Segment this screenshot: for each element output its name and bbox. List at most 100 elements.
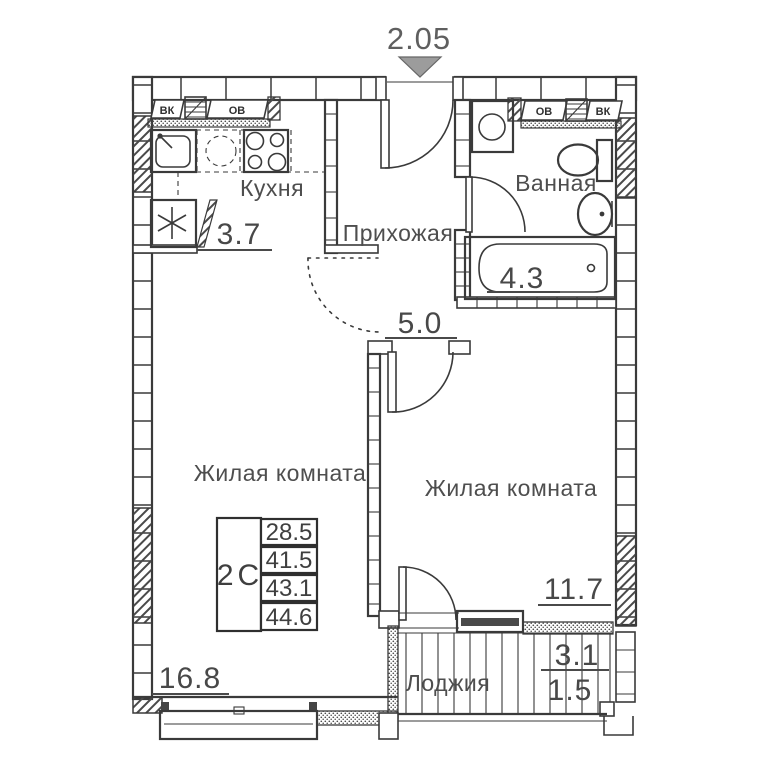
room-label-loggia: Лоджия [406,670,491,696]
wall-top-left-pattern [133,77,385,100]
dimension-arrow-icon [397,56,443,78]
stove-burner [269,132,285,148]
table-cell [259,601,319,632]
area-loggia-total: 3.1 [555,639,600,672]
table-cell [259,517,319,547]
bathtub-basin [478,243,608,293]
kitchen-passage-arc-dotted [307,257,381,333]
area-loggia-counted: 1.5 [548,674,593,707]
shaft-label-ov-right: ОВ [536,106,553,118]
kitchen-door-leaf-hatched [196,199,218,248]
appliance-placeholder-circle [205,135,237,167]
top-dimension-label: 2.05 [387,21,451,56]
loggia-left-wall-stipple [387,625,399,719]
entrance-door-arc [384,99,454,169]
table-type-label: 2С [217,559,263,592]
area-living-left: 16.8 [159,662,221,695]
shaft-label-vk-left: ВК [160,105,175,117]
kitchen-fixtures [149,128,325,249]
stove-burner [267,152,287,172]
window-frame [158,709,319,741]
room2-door [387,351,454,413]
washing-machine [470,99,515,154]
shaft-label-ov-left: ОВ [229,105,246,117]
shaft-markers: ВК ОВ ОВ ВК [147,96,623,129]
loggia-door-leaf [398,566,407,621]
fridge-asterisk-icon [157,207,187,239]
stove-burner [247,154,263,170]
washbasin [576,191,614,237]
wall-right-hatch-lower [615,535,637,627]
table-cell [259,573,319,603]
room-label-living-left: Жилая комната [194,460,367,486]
area-bathroom: 4.3 [500,262,545,295]
room-label-bathroom: Ванная [515,170,597,196]
stove-burner [245,131,265,151]
washbasin-drain [599,211,605,217]
vk-box-right [585,100,623,121]
room-label-hallway: Прихожая [343,220,454,246]
area-living-right: 11.7 [544,573,604,606]
room2-door-arc [391,351,454,413]
vk-box-left [150,99,185,119]
loggia-right-band [615,631,636,703]
entrance-jamb-right [452,76,464,101]
kitchen-partition-nib [324,244,379,254]
table-value-3: 44.6 [266,604,313,631]
ov-box-left [206,99,269,119]
room2-door-leaf [387,351,397,413]
top-dimension: 2.05 [387,21,451,78]
kitchen-sink [149,128,198,174]
table-value-1: 41.5 [266,547,313,574]
loggia-corner-post [599,701,615,717]
bathroom-fixtures [463,99,617,301]
kitchen-partition-wall [323,98,339,255]
entrance-jamb-left [375,76,387,101]
toilet-tank [595,138,614,183]
entrance-door [380,99,454,169]
kitchen-sink-basin [155,135,191,168]
shaft-hatch-nib-left [267,96,281,121]
table-cell [259,545,319,575]
bathtub [463,235,617,301]
window-left-room [158,702,319,741]
bathroom-wall-upper [453,98,472,179]
wall-bottom-corner-hatch [132,696,163,714]
window-mullion [233,706,245,715]
shaft-label-vk-right: ВК [596,106,611,118]
entrance-door-leaf [380,99,390,169]
rooms-divider-wall [366,352,382,618]
ov-box-right [520,100,568,121]
area-kitchen: 3.7 [217,218,262,251]
shaft-stipple-left [147,118,271,128]
wall-top-right-pattern [455,77,636,100]
hallway-wall-pier-right [448,340,471,355]
doors [307,99,526,629]
toilet [556,138,614,183]
loggia-corner-step [603,716,634,736]
loggia-left-post [378,712,399,740]
loggia-top-wall-stipple [522,621,614,635]
bathroom-wall-lower [453,228,472,302]
area-hallway: 5.0 [398,307,443,340]
toilet-bowl [556,143,600,177]
loggia-window-glass [461,618,519,626]
bathroom-door-leaf [465,176,473,233]
washing-machine-drum [478,113,506,141]
partitions [132,98,617,629]
bathroom-door [465,176,526,233]
window-loggia [455,609,525,634]
stove [242,128,290,174]
shaft-stipple-right [520,120,622,129]
room-label-living-right: Жилая комната [425,475,598,501]
wall-right-pattern [616,77,636,625]
loggia-door-arc [402,566,457,621]
shaft-hatch-nib-right [507,97,522,122]
loggia [378,621,636,740]
loggia-door [398,566,459,629]
loggia-glazing [398,632,613,714]
info-table: 2С 28.5 41.5 43.1 44.6 [215,516,319,633]
table-value-0: 28.5 [266,519,313,546]
